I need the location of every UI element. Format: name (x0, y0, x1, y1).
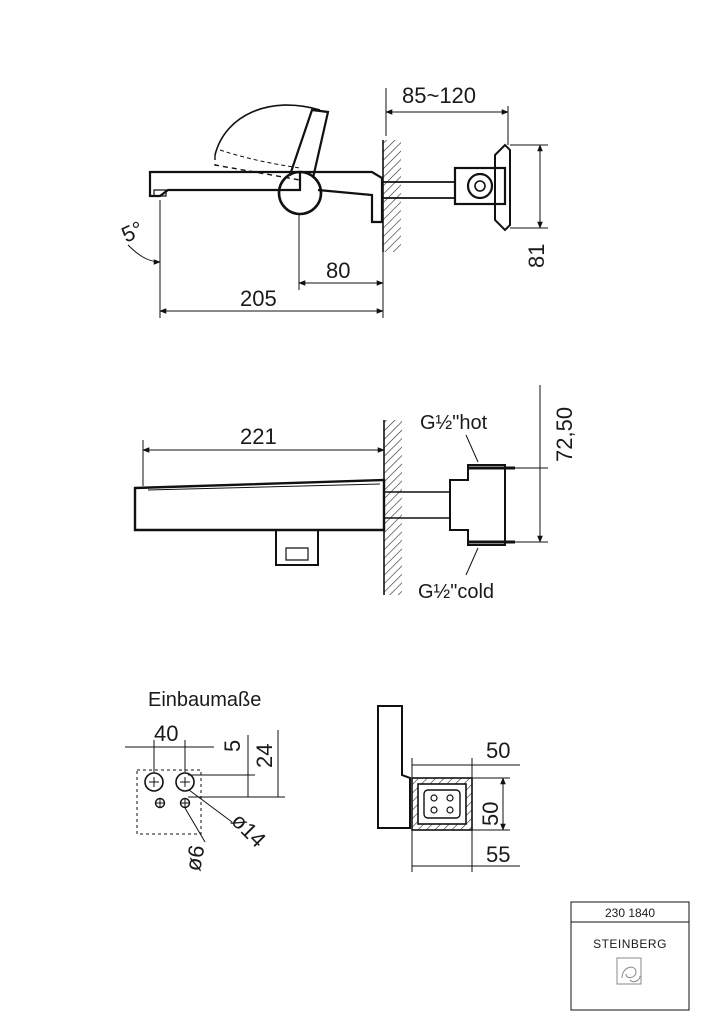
box-view (377, 705, 520, 872)
dim-handle-80: 80 (326, 258, 350, 283)
dim-angle: 5° (118, 216, 148, 248)
dim-small-5: 5 (220, 740, 245, 752)
dim-length-221: 221 (240, 424, 277, 449)
top-wall-hatch (384, 420, 402, 595)
dim-box-outer: 55 (486, 842, 510, 867)
side-view (127, 88, 548, 318)
side-handle-knob (277, 170, 323, 216)
install-title: Einbaumaße (148, 689, 261, 711)
side-body (300, 170, 384, 224)
dim-box-height: 50 (478, 802, 503, 826)
brand-logo (616, 957, 642, 985)
side-lever-swing (214, 104, 321, 156)
title-block-brand: STEINBERG (593, 937, 667, 951)
label-cold: G½"cold (418, 581, 494, 603)
dim-bore-small: ø6 (180, 843, 209, 873)
title-block-code: 230 1840 (605, 906, 655, 920)
label-hot: G½"hot (420, 412, 488, 434)
dim-height-81: 81 (524, 244, 549, 268)
title-block (570, 901, 690, 1011)
top-handle (275, 529, 319, 566)
dim-box-width: 50 (486, 738, 510, 763)
install-view (125, 730, 285, 843)
side-wall-hatch (383, 140, 401, 252)
dim-wall-range: 85~120 (402, 83, 476, 108)
dim-spacing-40: 40 (154, 721, 178, 746)
top-view (133, 385, 548, 595)
dim-length-205: 205 (240, 286, 277, 311)
dim-offset-24: 24 (252, 744, 277, 768)
dim-depth-72-50: 72,50 (552, 407, 577, 462)
side-lever (288, 108, 330, 179)
dim-bore-large: ø14 (226, 808, 270, 852)
top-spout (133, 478, 386, 532)
